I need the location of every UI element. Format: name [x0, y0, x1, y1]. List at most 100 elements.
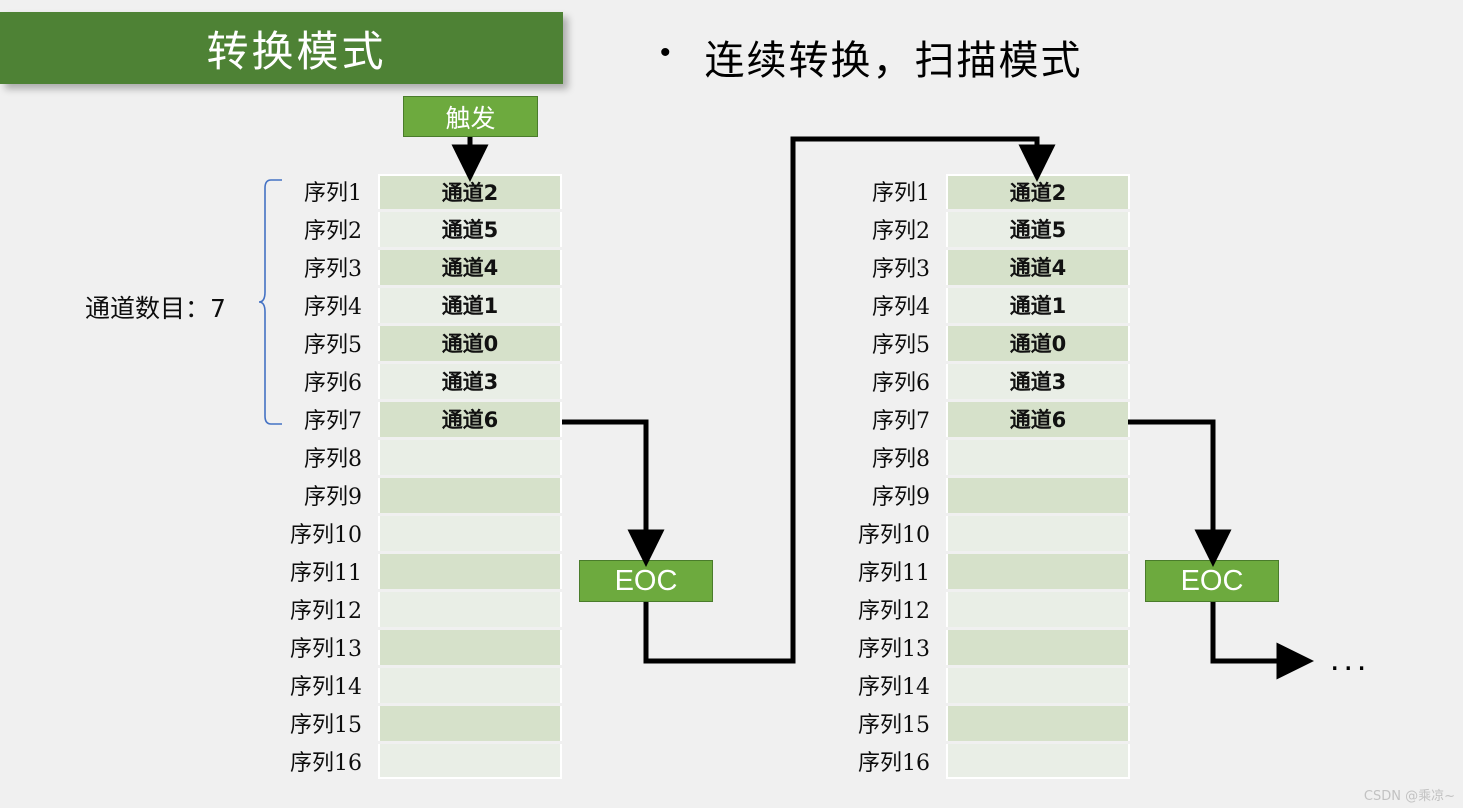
table-row: 序列15 — [258, 704, 562, 742]
channel-cell — [378, 667, 562, 703]
wire-right-table-to-right-eoc — [1128, 419, 1232, 568]
channel-cell — [946, 477, 1130, 513]
sequence-label: 序列11 — [858, 561, 930, 586]
page-title: 转换模式 — [206, 26, 387, 76]
eoc-box-left: EOC — [579, 560, 713, 602]
table-row: 序列11 — [258, 552, 562, 590]
sequence-label: 序列13 — [858, 637, 930, 662]
table-row: 序列12 — [258, 590, 562, 628]
sequence-label: 序列13 — [290, 637, 362, 662]
table-row: 序列16 — [258, 742, 562, 780]
sequence-label: 序列14 — [290, 675, 362, 700]
channel-cell: 通道3 — [378, 363, 562, 399]
channel-cell — [946, 743, 1130, 779]
table-row: 序列1 通道2 — [826, 172, 1130, 210]
channel-cell: 通道3 — [946, 363, 1130, 399]
channel-cell: 通道4 — [378, 249, 562, 285]
channel-cell: 通道1 — [378, 287, 562, 323]
sequence-label: 序列14 — [858, 675, 930, 700]
channel-cell — [946, 591, 1130, 627]
eoc-right-label: EOC — [1180, 564, 1244, 597]
table-row: 序列10 — [826, 514, 1130, 552]
channel-cell: 通道0 — [378, 325, 562, 361]
sequence-label: 序列5 — [872, 333, 930, 358]
sequence-label: 序列15 — [290, 713, 362, 738]
sequence-label: 序列12 — [858, 599, 930, 624]
table-row: 序列15 — [826, 704, 1130, 742]
table-row: 序列8 — [826, 438, 1130, 476]
table-row: 序列13 — [826, 628, 1130, 666]
table-row: 序列5 通道0 — [258, 324, 562, 362]
eoc-box-right: EOC — [1145, 560, 1279, 602]
channel-cell — [946, 439, 1130, 475]
channel-cell: 通道6 — [946, 401, 1130, 437]
sequence-label: 序列11 — [290, 561, 362, 586]
sequence-label: 序列10 — [290, 523, 362, 548]
table-row: 序列11 — [826, 552, 1130, 590]
sequence-label: 序列10 — [858, 523, 930, 548]
channel-cell — [378, 743, 562, 779]
channel-cell: 通道6 — [378, 401, 562, 437]
table-row: 序列3 通道4 — [258, 248, 562, 286]
table-row: 序列6 通道3 — [258, 362, 562, 400]
wire-right-eoc-onward — [1210, 602, 1315, 680]
sequence-label: 序列5 — [304, 333, 362, 358]
channel-cell: 通道2 — [946, 173, 1130, 209]
bullet-marker-icon: • — [660, 36, 671, 69]
sequence-group-brace — [258, 179, 282, 425]
table-row: 序列9 — [826, 476, 1130, 514]
channel-cell — [378, 591, 562, 627]
sequence-label: 序列6 — [304, 371, 362, 396]
channel-cell — [378, 515, 562, 551]
table-row: 序列6 通道3 — [826, 362, 1130, 400]
sequence-label: 序列16 — [858, 751, 930, 776]
channel-cell — [378, 477, 562, 513]
sequence-label: 序列8 — [304, 447, 362, 472]
channel-cell: 通道2 — [378, 173, 562, 209]
sequence-label: 序列4 — [872, 295, 930, 320]
sequence-label: 序列9 — [872, 485, 930, 510]
slide-title-bar: 转换模式 — [0, 12, 563, 84]
sequence-label: 序列9 — [304, 485, 362, 510]
table-row: 序列16 — [826, 742, 1130, 780]
channel-cell — [946, 705, 1130, 741]
channel-count-label: 通道数目：7 — [85, 294, 226, 323]
bullet-line: • 连续转换，扫描模式 — [660, 28, 1083, 86]
channel-cell: 通道5 — [378, 211, 562, 247]
table-row: 序列9 — [258, 476, 562, 514]
table-row: 序列5 通道0 — [826, 324, 1130, 362]
sequence-label: 序列1 — [872, 181, 930, 206]
sequence-label: 序列16 — [290, 751, 362, 776]
sequence-label: 序列6 — [872, 371, 930, 396]
bullet-text: 连续转换，扫描模式 — [704, 38, 1083, 84]
eoc-left-label: EOC — [614, 564, 678, 597]
sequence-label: 序列7 — [872, 409, 930, 434]
channel-cell — [378, 439, 562, 475]
channel-cell — [378, 553, 562, 589]
wire-left-table-to-left-eoc — [562, 419, 665, 568]
sequence-label: 序列15 — [858, 713, 930, 738]
watermark: CSDN @乘凉~ — [1363, 789, 1455, 804]
channel-cell: 通道4 — [946, 249, 1130, 285]
table-row: 序列13 — [258, 628, 562, 666]
continuation-ellipsis: ... — [1330, 640, 1371, 678]
sequence-label: 序列12 — [290, 599, 362, 624]
sequence-label: 序列3 — [304, 257, 362, 282]
table-row: 序列4 通道1 — [258, 286, 562, 324]
table-row: 序列10 — [258, 514, 562, 552]
sequence-label: 序列2 — [872, 219, 930, 244]
sequence-label: 序列2 — [304, 219, 362, 244]
table-row: 序列14 — [258, 666, 562, 704]
table-row: 序列7 通道6 — [826, 400, 1130, 438]
sequence-label: 序列4 — [304, 295, 362, 320]
channel-cell: 通道0 — [946, 325, 1130, 361]
channel-cell — [946, 667, 1130, 703]
trigger-label: 触发 — [445, 103, 496, 133]
